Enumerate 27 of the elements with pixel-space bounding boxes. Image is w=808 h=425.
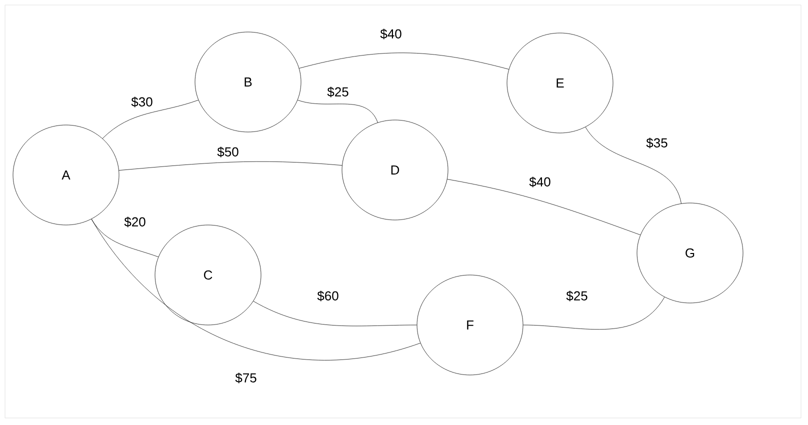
- connector: [447, 179, 641, 236]
- edge-label: $40: [528, 176, 552, 188]
- circle-node: G: [636, 202, 744, 304]
- edge-label: $20: [123, 216, 147, 228]
- edge-label: $30: [130, 96, 154, 108]
- edge-label: $25: [326, 86, 350, 98]
- circle-node: C: [154, 224, 262, 326]
- connector: [523, 296, 665, 330]
- connector: [91, 218, 159, 258]
- connector: [585, 126, 682, 204]
- connector: [253, 301, 417, 326]
- connector: [297, 100, 378, 123]
- circle-node: A: [12, 124, 120, 226]
- edge-label: $40: [379, 28, 403, 40]
- edge-label: $75: [234, 372, 258, 384]
- circle-node: D: [342, 120, 448, 220]
- circle-node: B: [194, 32, 302, 132]
- connector: [118, 161, 342, 171]
- edge-label: $25: [565, 290, 589, 302]
- edge-label: $60: [316, 290, 340, 302]
- edge-label: $35: [645, 136, 669, 150]
- connector: [298, 52, 510, 70]
- connector: [91, 218, 421, 360]
- edge-label: $50: [216, 146, 240, 158]
- connector: [102, 100, 199, 139]
- circle-node: E: [506, 32, 614, 134]
- circle-node: F: [416, 274, 524, 376]
